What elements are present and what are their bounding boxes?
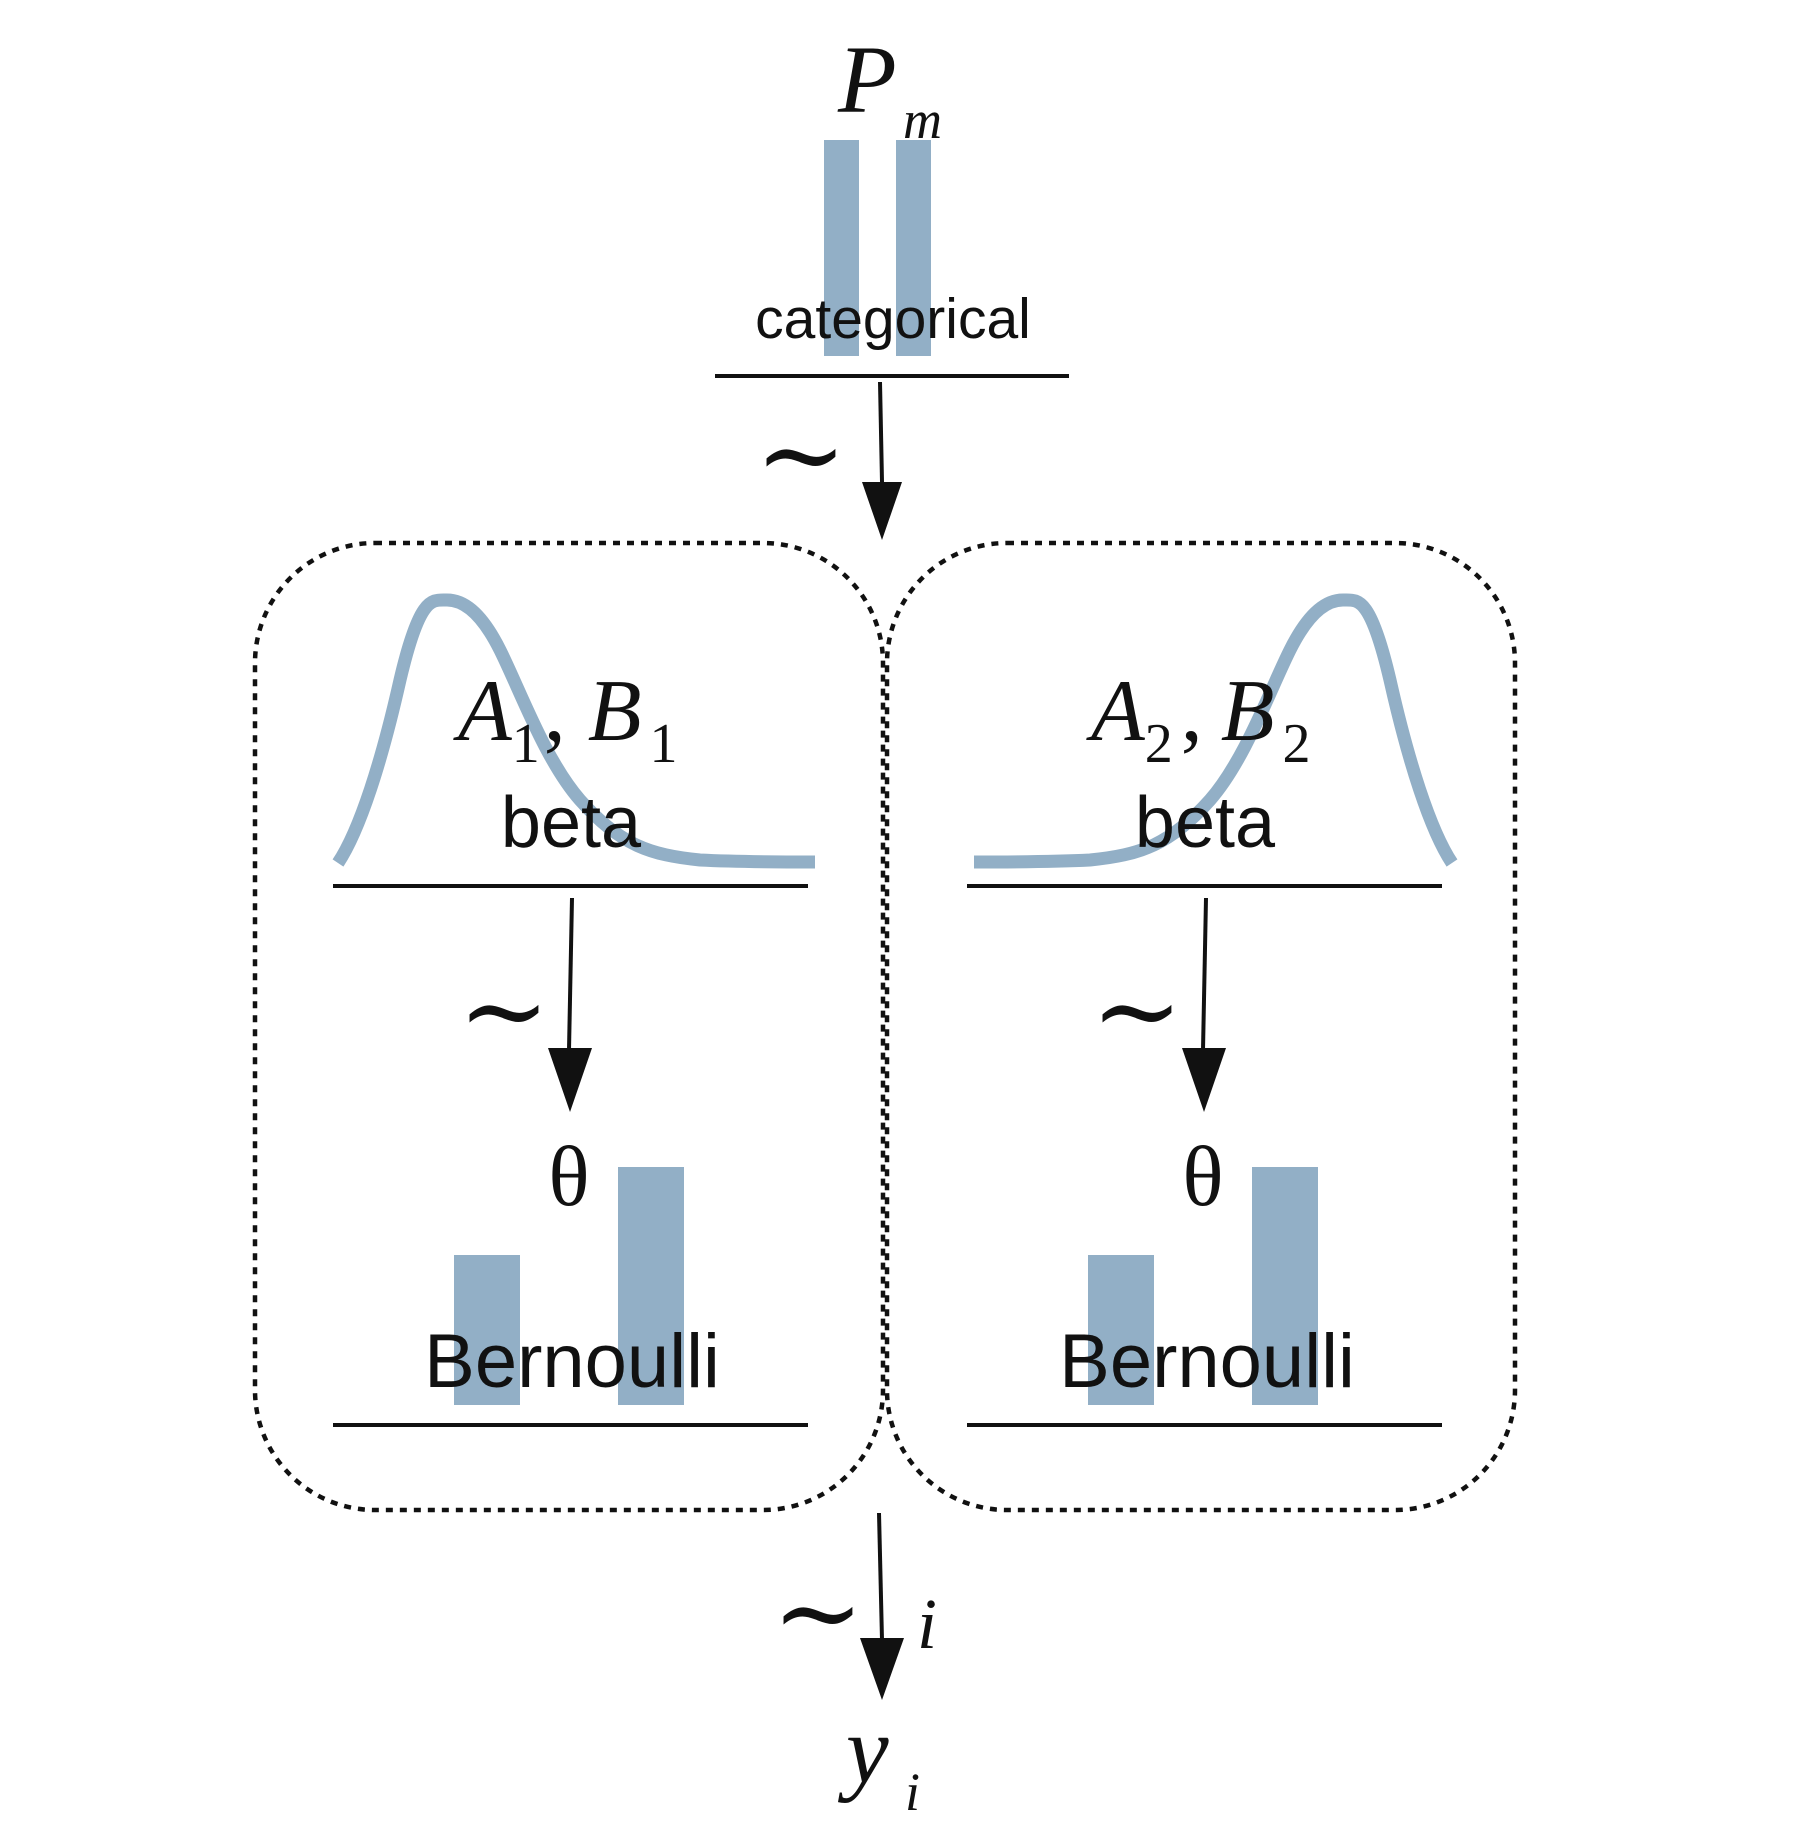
obs-subscript: i	[905, 1762, 920, 1822]
observation: ~ i y i	[772, 1512, 937, 1822]
categorical-bar-2	[896, 140, 931, 356]
tilde-left: ~	[458, 946, 550, 1074]
bernoulli-bar-2b	[1252, 1167, 1318, 1405]
beta-label-2: beta	[1135, 783, 1276, 863]
index-label: i	[917, 1584, 937, 1664]
theta-symbol-2: θ	[1182, 1128, 1223, 1224]
bernoulli-bar-1a	[454, 1255, 520, 1405]
tilde-top: ~	[755, 390, 847, 518]
component-2-dashed-box	[884, 540, 1518, 1513]
beta-curve-1	[332, 593, 816, 869]
obs-symbol: y	[837, 1696, 889, 1803]
categorical-bar-1	[824, 140, 859, 356]
categorical-label: categorical	[755, 287, 1031, 351]
bernoulli-label-1: Bernoulli	[424, 1319, 720, 1404]
theta-symbol-1: θ	[548, 1128, 589, 1224]
tilde-right: ~	[1091, 946, 1183, 1074]
bernoulli-label-2: Bernoulli	[1059, 1319, 1355, 1404]
bernoulli-bar-2a	[1088, 1255, 1154, 1405]
tilde-bottom: ~	[772, 1548, 864, 1676]
categorical-prior: P m categorical	[715, 26, 1069, 378]
bernoulli-bar-1b	[618, 1167, 684, 1405]
beta-label-1: beta	[501, 783, 642, 863]
component-1-dashed-box	[252, 540, 886, 1513]
arrow-to-mixture: ~	[755, 381, 902, 540]
param-pm-symbol: P	[837, 26, 897, 133]
beta-curve-2	[973, 593, 1458, 869]
